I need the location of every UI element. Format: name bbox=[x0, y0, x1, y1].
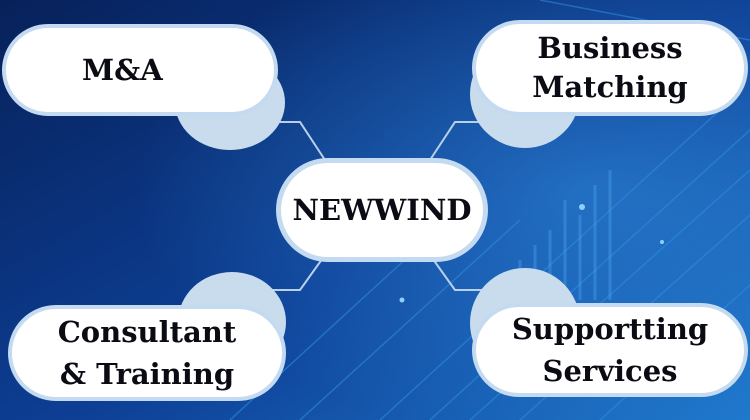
node-consultant-training-label: Consultant & Training bbox=[57, 315, 237, 391]
node-ma: M&A bbox=[2, 24, 278, 116]
glow-dot bbox=[399, 297, 405, 303]
node-supporting-services-label: Supportting Services bbox=[511, 312, 709, 388]
node-ma-label: M&A bbox=[82, 53, 163, 87]
node-supporting-services: Supportting Services bbox=[472, 303, 748, 397]
node-business-matching-label: Business Matching bbox=[532, 31, 688, 104]
glow-dot bbox=[660, 240, 664, 244]
center-node-newwind: NEWWIND bbox=[276, 158, 488, 262]
node-consultant-training: Consultant & Training bbox=[8, 305, 286, 401]
node-business-matching: Business Matching bbox=[472, 20, 748, 116]
glow-dot bbox=[579, 204, 585, 210]
center-node-label: NEWWIND bbox=[292, 193, 472, 227]
